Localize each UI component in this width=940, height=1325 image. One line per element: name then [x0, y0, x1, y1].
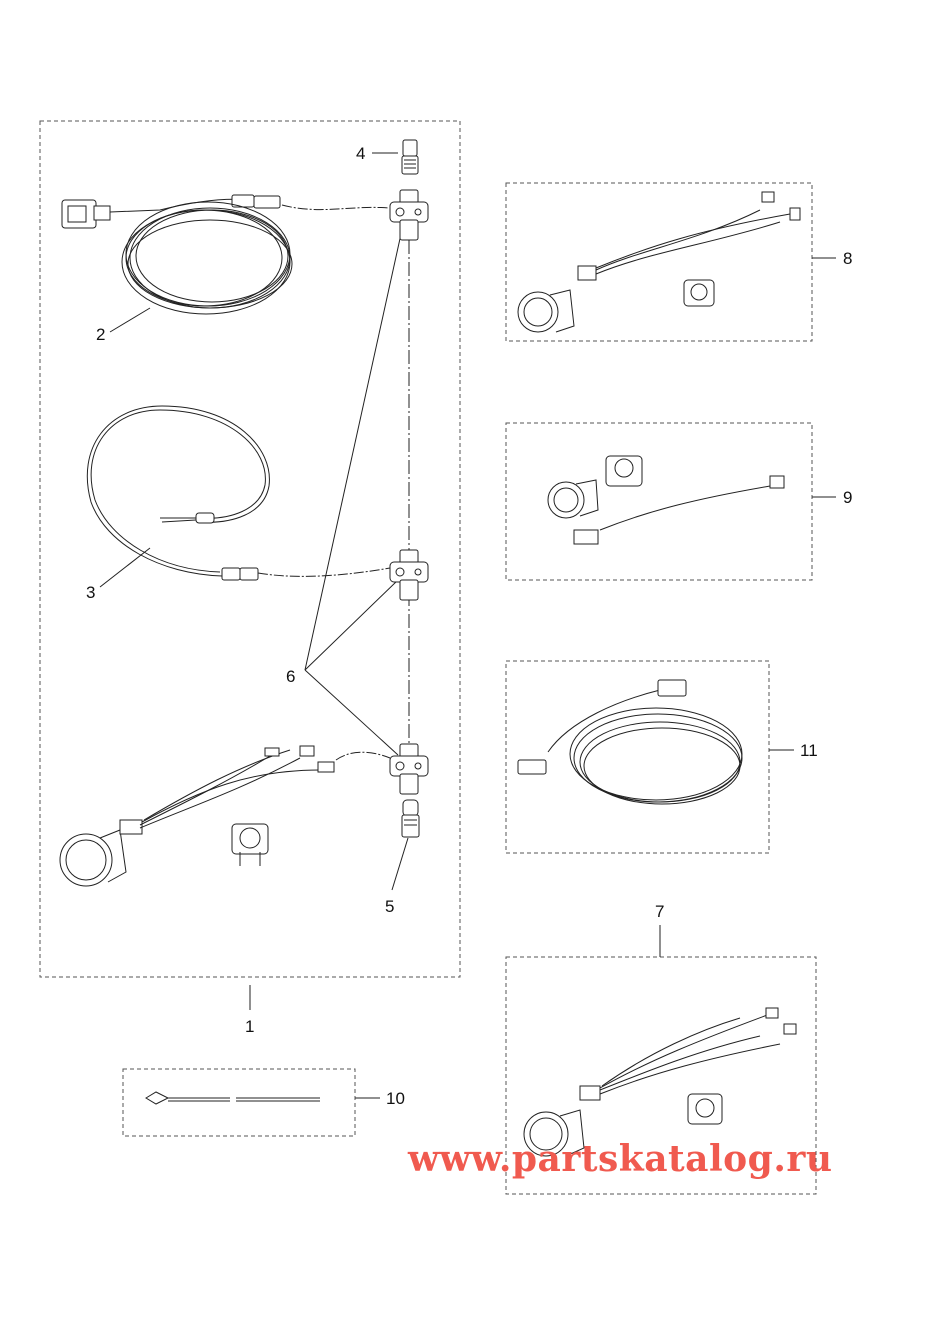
gauge-kit-8-part: [517, 191, 801, 333]
kit-box-1: [39, 120, 461, 978]
gauge-harness-part: [59, 745, 335, 887]
callout-1: 1: [245, 1017, 255, 1036]
probe-part: [145, 1091, 320, 1105]
tee-connector-bottom: [389, 743, 429, 795]
callout-11: 11: [800, 741, 818, 760]
tee-connector-top: [389, 189, 429, 241]
callout-5: 5: [385, 897, 395, 916]
callout-6: 6: [286, 667, 296, 686]
callout-8: 8: [843, 249, 853, 268]
kit-box-7: [505, 956, 817, 1195]
loop-cable-part: [86, 405, 270, 581]
callout-3: 3: [86, 583, 96, 602]
drop-link-2: [281, 204, 391, 211]
callout-10: 10: [386, 1089, 405, 1108]
coiled-harness-part: [61, 194, 293, 315]
callout-7: 7: [655, 902, 665, 921]
kit-box-10: [122, 1068, 356, 1137]
kit-box-11: [505, 660, 770, 854]
leader-line-6a: [304, 224, 404, 671]
leader-line-5: [391, 837, 409, 891]
callout-2: 2: [96, 325, 106, 344]
callout-9: 9: [843, 488, 853, 507]
leader-line-6c: [304, 669, 399, 756]
drop-link-3: [257, 567, 391, 577]
callout-4: 4: [356, 144, 366, 163]
tee-connector-middle: [389, 549, 429, 601]
watermark-text: www.partskatalog.ru: [408, 1138, 833, 1180]
terminator-part: [401, 139, 419, 175]
terminator-bottom-part: [401, 799, 420, 838]
kit-box-9: [505, 422, 813, 581]
gauge-kit-9-part: [547, 455, 785, 545]
leader-line-2: [109, 307, 151, 333]
drop-link-gauge: [335, 751, 391, 761]
coiled-cable-11-part: [517, 679, 743, 805]
kit-box-8: [505, 182, 813, 342]
leader-line-3: [99, 547, 151, 588]
leader-line-6b: [304, 579, 399, 671]
gauge-kit-7-part: [523, 1007, 797, 1157]
